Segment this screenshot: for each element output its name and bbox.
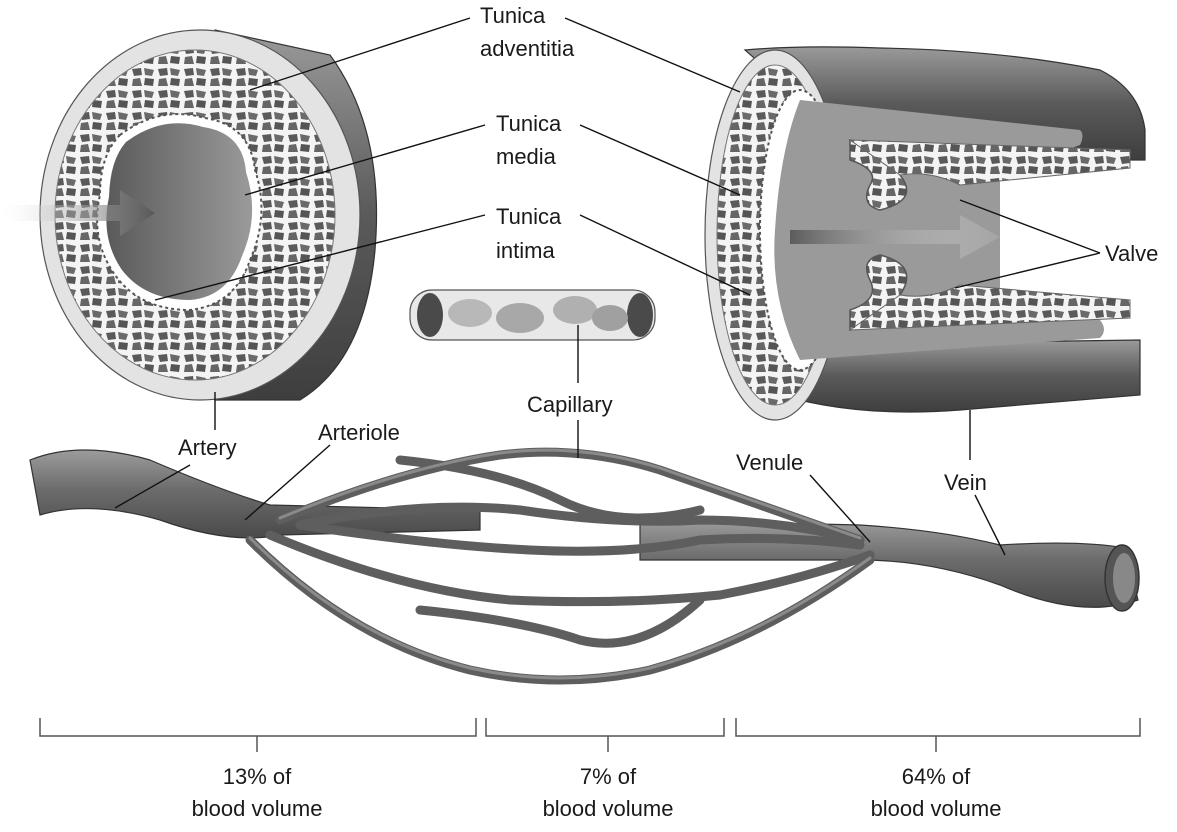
label-tunica-media-2: media — [496, 144, 557, 169]
label-tunica-media-1: Tunica — [496, 111, 562, 136]
label-tunica-adventitia-1: Tunica — [480, 3, 546, 28]
vascular-bed — [29, 447, 1140, 685]
label-valve: Valve — [1105, 241, 1158, 266]
structure-labels: Tunica adventitia Tunica media Tunica in… — [178, 3, 1158, 495]
blood-volume-labels: 13% of blood volume 7% of blood volume 6… — [192, 764, 1002, 821]
volume-brackets — [39, 718, 1141, 752]
capillary-volume-line1: 7% of — [580, 764, 637, 789]
vein-volume-line2: blood volume — [871, 796, 1002, 821]
label-tunica-intima-1: Tunica — [496, 204, 562, 229]
artery-volume-line2: blood volume — [192, 796, 323, 821]
label-venule: Venule — [736, 450, 803, 475]
capillary-volume-line2: blood volume — [543, 796, 674, 821]
label-arteriole: Arteriole — [318, 420, 400, 445]
label-tunica-adventitia-2: adventitia — [480, 36, 575, 61]
leader-lines — [114, 17, 1101, 556]
label-tunica-intima-2: intima — [496, 238, 555, 263]
artery-cross-section — [0, 29, 378, 401]
vein-cross-section — [704, 46, 1146, 421]
vein-volume-line1: 64% of — [902, 764, 971, 789]
label-artery: Artery — [178, 435, 237, 460]
label-vein: Vein — [944, 470, 987, 495]
artery-volume-line1: 13% of — [223, 764, 292, 789]
label-capillary: Capillary — [527, 392, 613, 417]
capillary-segment — [409, 289, 656, 341]
